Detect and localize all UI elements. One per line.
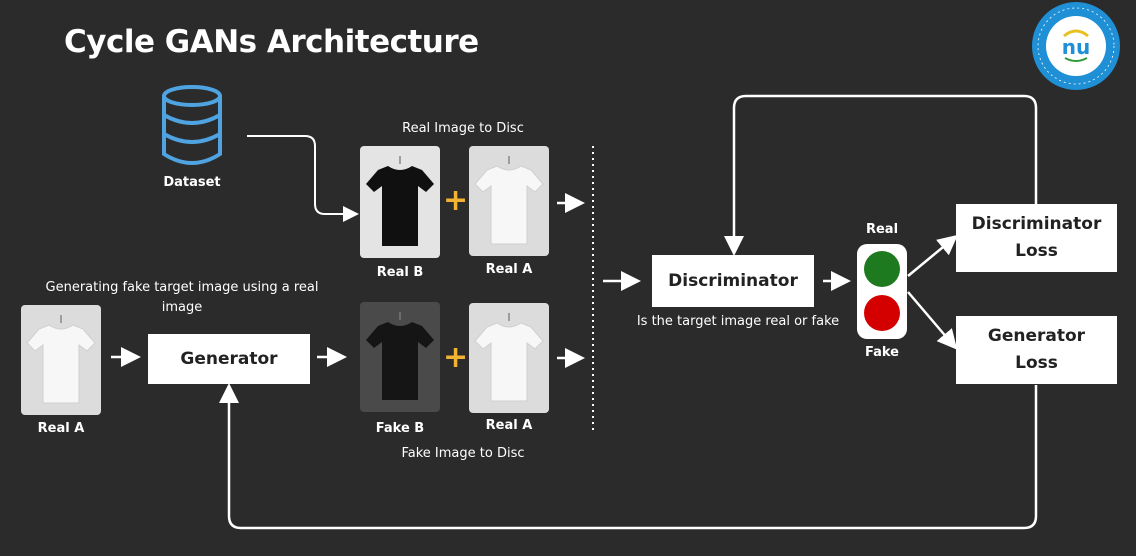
real-indicator [864, 251, 900, 287]
dataset-label: Dataset [163, 175, 221, 190]
svg-text:nu: nu [1062, 35, 1090, 59]
real-a-label-top: Real A [485, 262, 533, 277]
generator-caption-text: Generating fake target image using a rea… [45, 280, 319, 315]
plus-sign-bottom: + [443, 340, 469, 375]
database-icon [160, 84, 224, 168]
black-tshirt-image [360, 146, 440, 258]
white-tshirt-image-bottom [469, 303, 549, 413]
real-image-caption: Real Image to Disc [402, 121, 524, 136]
white-tshirt-image [469, 146, 549, 256]
generator-box: Generator [148, 334, 310, 384]
input-tshirt-image [21, 305, 101, 415]
discriminator-caption: Is the target image real or fake [636, 314, 840, 329]
fake-decision-label: Fake [864, 345, 899, 360]
discriminator-box: Discriminator [652, 255, 814, 307]
university-logo: nu [1027, 0, 1125, 92]
real-a-input-label: Real A [37, 421, 85, 436]
fake-black-tshirt-image [360, 302, 440, 412]
fake-indicator [864, 295, 900, 331]
generator-caption: Generating fake target image using a rea… [32, 278, 332, 318]
real-a-label-bottom: Real A [485, 418, 533, 433]
discriminator-loss-box: Discriminator Loss [956, 204, 1117, 272]
real-b-label: Real B [376, 265, 424, 280]
generator-loss-box: Generator Loss [956, 316, 1117, 384]
fake-image-caption: Fake Image to Disc [401, 446, 525, 461]
traffic-light-icon [857, 244, 907, 339]
real-decision-label: Real [865, 222, 899, 237]
fake-b-label: Fake B [375, 421, 425, 436]
plus-sign: + [443, 183, 469, 218]
page-title: Cycle GANs Architecture [64, 24, 479, 60]
